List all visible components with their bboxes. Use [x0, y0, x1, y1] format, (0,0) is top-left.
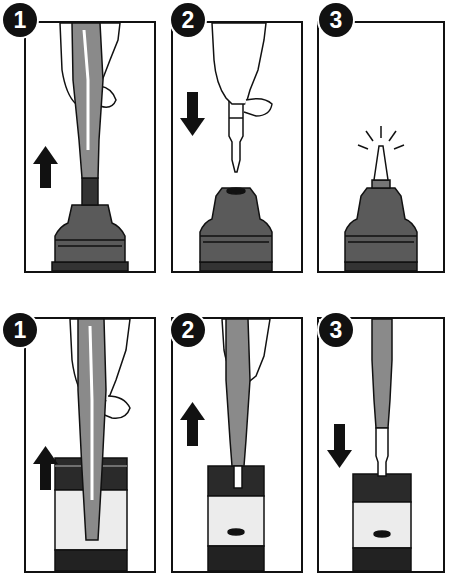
arrow-down [180, 118, 205, 136]
new-nib [229, 100, 243, 172]
arrow-up [33, 146, 58, 164]
ink-tube [353, 474, 411, 502]
sparkle [366, 131, 373, 141]
panel-frame [172, 318, 302, 572]
ink-tube [374, 531, 390, 537]
ink-tube [208, 466, 264, 496]
marker-tip [374, 146, 388, 180]
marker-tip [345, 188, 417, 262]
ink-tube [55, 550, 127, 571]
ink-tube [353, 548, 411, 571]
sparkle [380, 126, 382, 138]
removal-tool [78, 319, 106, 540]
panel-frame [25, 22, 155, 272]
arrow-down [180, 92, 205, 136]
marker-tip [55, 205, 125, 262]
panel-frame [318, 318, 444, 572]
marker-tip [58, 245, 122, 247]
hand [244, 99, 272, 116]
marker-tip [345, 235, 417, 237]
removal-tool [78, 319, 106, 540]
panel-frame [25, 318, 155, 572]
removal-tool [226, 319, 250, 488]
marker-tip [345, 262, 417, 271]
arrow-down [187, 92, 198, 120]
removal-tool [372, 319, 392, 428]
ink-tube [353, 502, 411, 548]
hand [212, 23, 272, 116]
marker-tip [200, 188, 272, 271]
removal-tool [72, 23, 103, 178]
new-nib [376, 428, 388, 476]
callout-number: 1 [3, 313, 37, 347]
ink-tube [228, 529, 244, 535]
callout-number: 2 [171, 313, 205, 347]
ink-tube [208, 546, 264, 571]
arrow-up [187, 418, 198, 446]
marker-tip [348, 241, 414, 243]
removal-tool [234, 466, 242, 488]
marker-tip [200, 188, 272, 262]
arrow-up [33, 446, 58, 464]
arrow-down [334, 424, 345, 452]
callout-number: 2 [171, 3, 205, 37]
marker-tip [55, 239, 125, 241]
sparkle [394, 145, 404, 149]
callout-number: 3 [319, 313, 353, 347]
hand [212, 23, 266, 104]
arrow-up [180, 402, 205, 420]
removal-tool [226, 319, 250, 466]
marker-tip [200, 262, 272, 271]
callout-number: 1 [3, 3, 37, 37]
removal-tool [72, 23, 103, 178]
ink-tube [208, 496, 264, 546]
arrow-up [180, 402, 205, 446]
panel-frame [25, 22, 444, 572]
removal-tool [372, 319, 392, 428]
marker-tip [345, 146, 417, 271]
marker-tip [82, 178, 98, 205]
arrow-up [40, 462, 51, 490]
marker-tip [52, 262, 128, 271]
new-nib [229, 117, 243, 119]
sparkle [358, 126, 404, 149]
panel-frame [318, 22, 444, 272]
marker-tip [227, 188, 245, 194]
new-nib [229, 100, 243, 172]
callout-number: 3 [319, 3, 353, 37]
new-nib [376, 428, 388, 476]
ink-tube [353, 474, 411, 571]
sparkle [389, 131, 396, 141]
marker-tip [52, 178, 128, 271]
marker-tip [203, 241, 269, 243]
arrow-down [327, 450, 352, 468]
arrow-up [33, 446, 58, 490]
arrow-down [327, 424, 352, 468]
ink-tube [208, 466, 264, 571]
sparkle [358, 145, 368, 149]
marker-tip [200, 235, 272, 237]
marker-tip [372, 180, 390, 188]
panel-frame [172, 22, 302, 272]
removal-tool [84, 30, 88, 150]
arrow-up [40, 162, 51, 188]
arrow-up [33, 146, 58, 188]
removal-tool [90, 326, 92, 500]
